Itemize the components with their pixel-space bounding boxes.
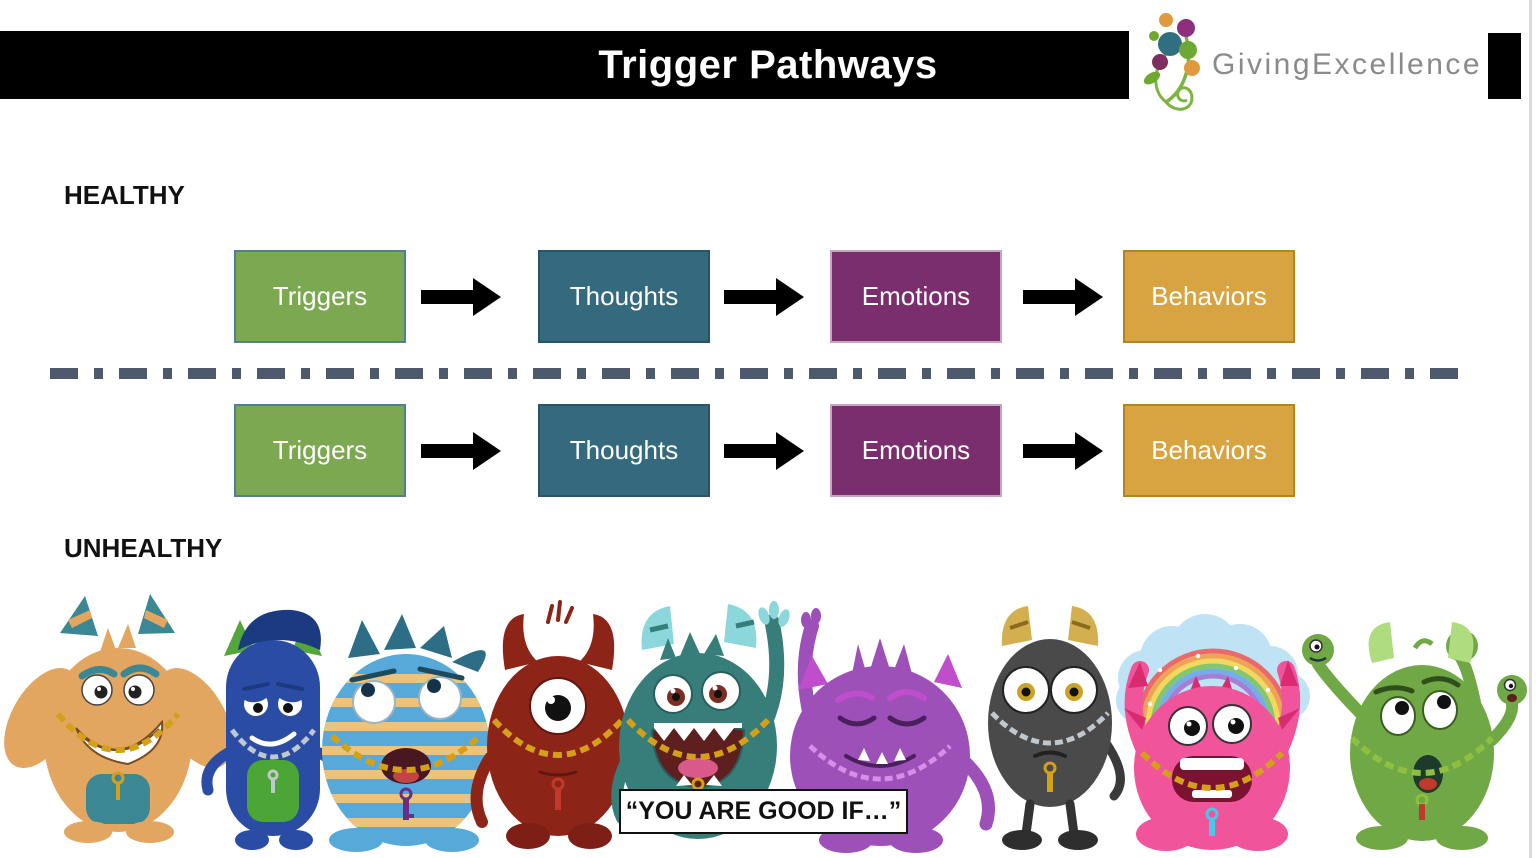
right-arrow-icon (724, 432, 804, 470)
healthy-thoughts-box: Thoughts (538, 250, 710, 343)
green-multi-eye-monster (1302, 622, 1527, 850)
right-arrow-icon (421, 432, 501, 470)
unhealthy-label: UNHEALTHY (64, 533, 223, 563)
blue-striped-monster (322, 614, 490, 852)
pink-rainbow-monster (1116, 614, 1310, 851)
healthy-triggers-box: Triggers (234, 250, 406, 343)
right-arrow-icon (724, 278, 804, 316)
slide-edge-line (1529, 0, 1532, 858)
blue-beret-monster (201, 609, 347, 850)
page-title: Trigger Pathways (598, 43, 938, 87)
giving-excellence-logo-text: GivingExcellence (1212, 48, 1483, 81)
right-arrow-icon (1023, 278, 1103, 316)
unhealthy-thoughts-box: Thoughts (538, 404, 710, 497)
right-arrow-icon (421, 278, 501, 316)
healthy-emotions-box: Emotions (830, 250, 1002, 343)
title-bar-right-segment (1488, 33, 1521, 99)
healthy-behaviors-box: Behaviors (1123, 250, 1295, 343)
caption-box: “YOU ARE GOOD IF…” (619, 789, 908, 834)
unhealthy-emotions-box: Emotions (830, 404, 1002, 497)
red-cyclops-monster (470, 600, 646, 849)
giving-excellence-logo-icon (1143, 13, 1200, 111)
dashed-divider-line (50, 368, 1462, 379)
gray-wide-eyed-monster (988, 606, 1125, 850)
rainbow (1135, 648, 1291, 727)
right-arrow-icon (1023, 432, 1103, 470)
unhealthy-triggers-box: Triggers (234, 404, 406, 497)
title-bar (0, 31, 1129, 99)
unhealthy-behaviors-box: Behaviors (1123, 404, 1295, 497)
monsters-row (4, 594, 1527, 853)
tan-muscular-monster (4, 594, 233, 843)
caption-text: “YOU ARE GOOD IF…” (625, 797, 902, 825)
healthy-label: HEALTHY (64, 180, 185, 210)
